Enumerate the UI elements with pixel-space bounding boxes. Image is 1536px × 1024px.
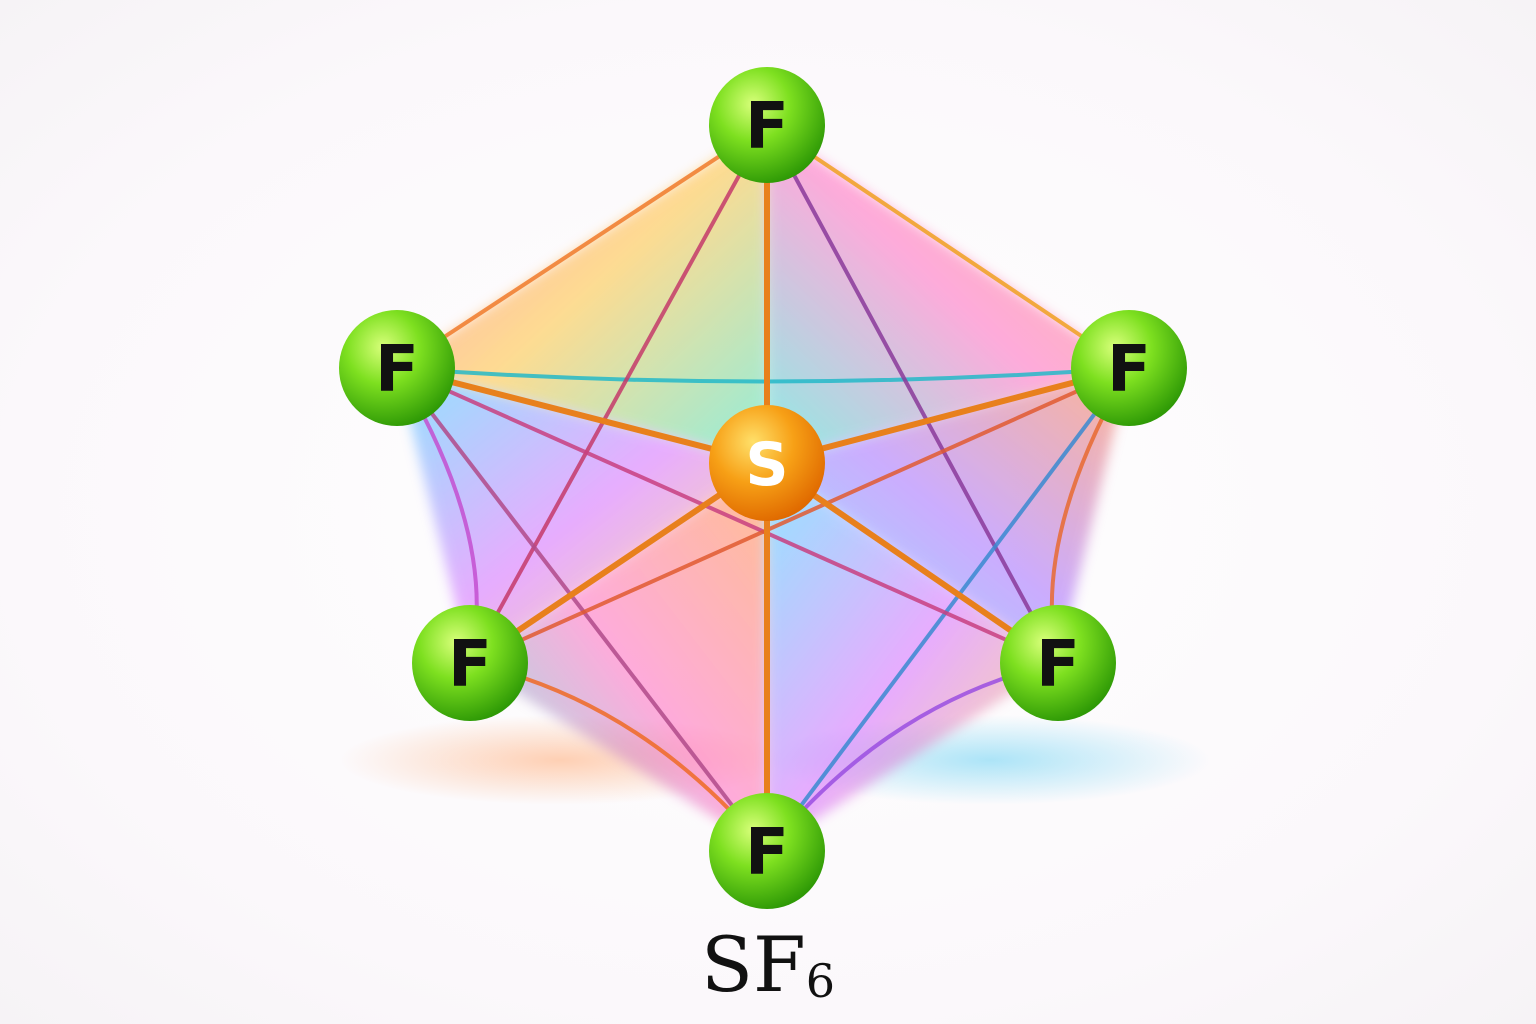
atom-symbol: F — [375, 333, 419, 407]
formula-subscript: 6 — [805, 954, 836, 1008]
atom-sphere — [339, 310, 455, 426]
bond-edge — [396, 366, 1059, 665]
formula-main: SF — [700, 920, 806, 1009]
bond-edge — [765, 123, 1131, 370]
face — [397, 125, 767, 463]
atom-symbol: S — [745, 430, 788, 500]
fluorine-atom-lower-left: F — [412, 605, 528, 721]
s-f-bond — [396, 365, 768, 466]
fluorine-atom-bottom: F — [709, 793, 825, 909]
sulfur-atom: S — [709, 405, 825, 521]
bond-edge — [468, 124, 769, 664]
atom-sphere — [709, 67, 825, 183]
atom-sphere — [1000, 605, 1116, 721]
s-f-bond — [765, 460, 1060, 666]
bond-edge — [765, 124, 1060, 664]
bond-edge — [395, 366, 769, 853]
atom-symbol: F — [745, 90, 789, 164]
fluorine-atom-top: F — [709, 67, 825, 183]
atom-symbol: F — [1107, 333, 1151, 407]
atom-sphere — [1071, 310, 1187, 426]
atom-sphere — [412, 605, 528, 721]
s-f-bond — [766, 365, 1130, 466]
atom-sphere — [709, 793, 825, 909]
bond-edge — [765, 366, 1131, 853]
face — [767, 125, 1129, 463]
formula-label: SF6 — [0, 920, 1536, 1009]
atom-sphere — [709, 405, 825, 521]
bond-edge — [469, 366, 1130, 665]
atom-symbol: F — [745, 816, 789, 890]
s-f-bond — [468, 460, 769, 666]
fluorine-atom-upper-left: F — [339, 310, 455, 426]
bond-edge — [395, 123, 769, 370]
atom-symbol: F — [448, 628, 492, 702]
fluorine-atom-upper-right: F — [1071, 310, 1187, 426]
fluorine-atom-lower-right: F — [1000, 605, 1116, 721]
atom-symbol: F — [1036, 628, 1080, 702]
